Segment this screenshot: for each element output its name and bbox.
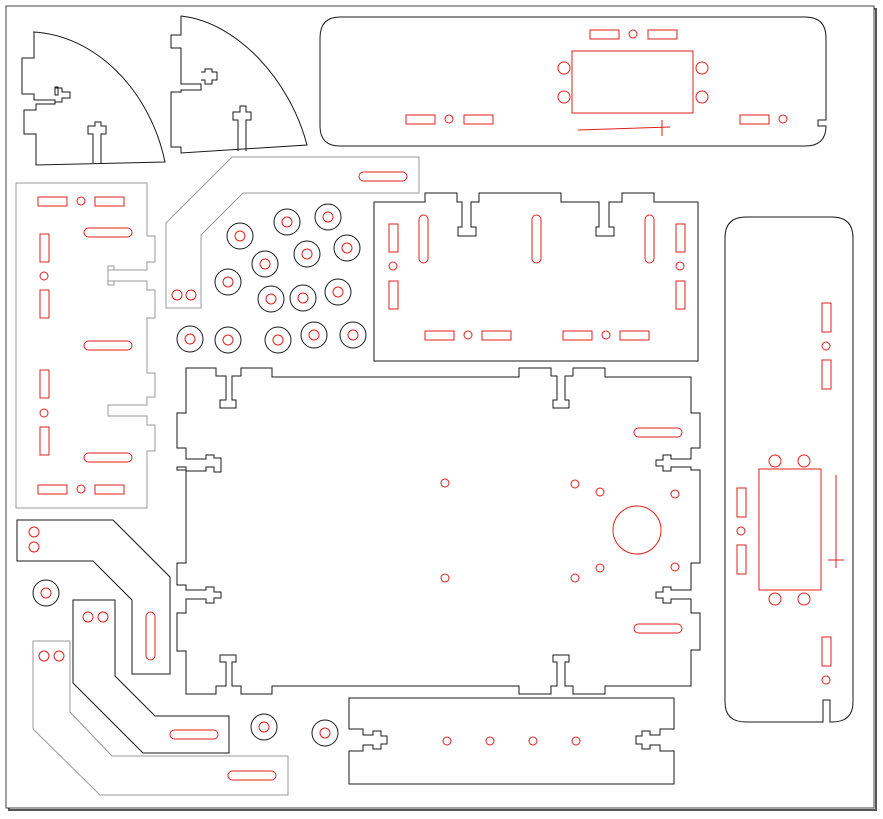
top-plate xyxy=(319,16,827,147)
washer-array xyxy=(32,203,367,747)
diagonal-bracket-top xyxy=(165,156,420,309)
side-plate-left xyxy=(15,182,156,509)
quarter-panel-a xyxy=(21,31,166,166)
bracket-arm-a xyxy=(16,519,171,675)
bottom-plate xyxy=(348,697,675,785)
quarter-panel-b xyxy=(170,15,308,154)
sheet-frame xyxy=(5,5,875,809)
bracket-arm-b xyxy=(72,599,230,754)
bracket-arm-c xyxy=(32,640,289,796)
base-plate xyxy=(176,367,701,695)
side-plate-right xyxy=(724,216,854,723)
front-plate xyxy=(373,192,699,362)
